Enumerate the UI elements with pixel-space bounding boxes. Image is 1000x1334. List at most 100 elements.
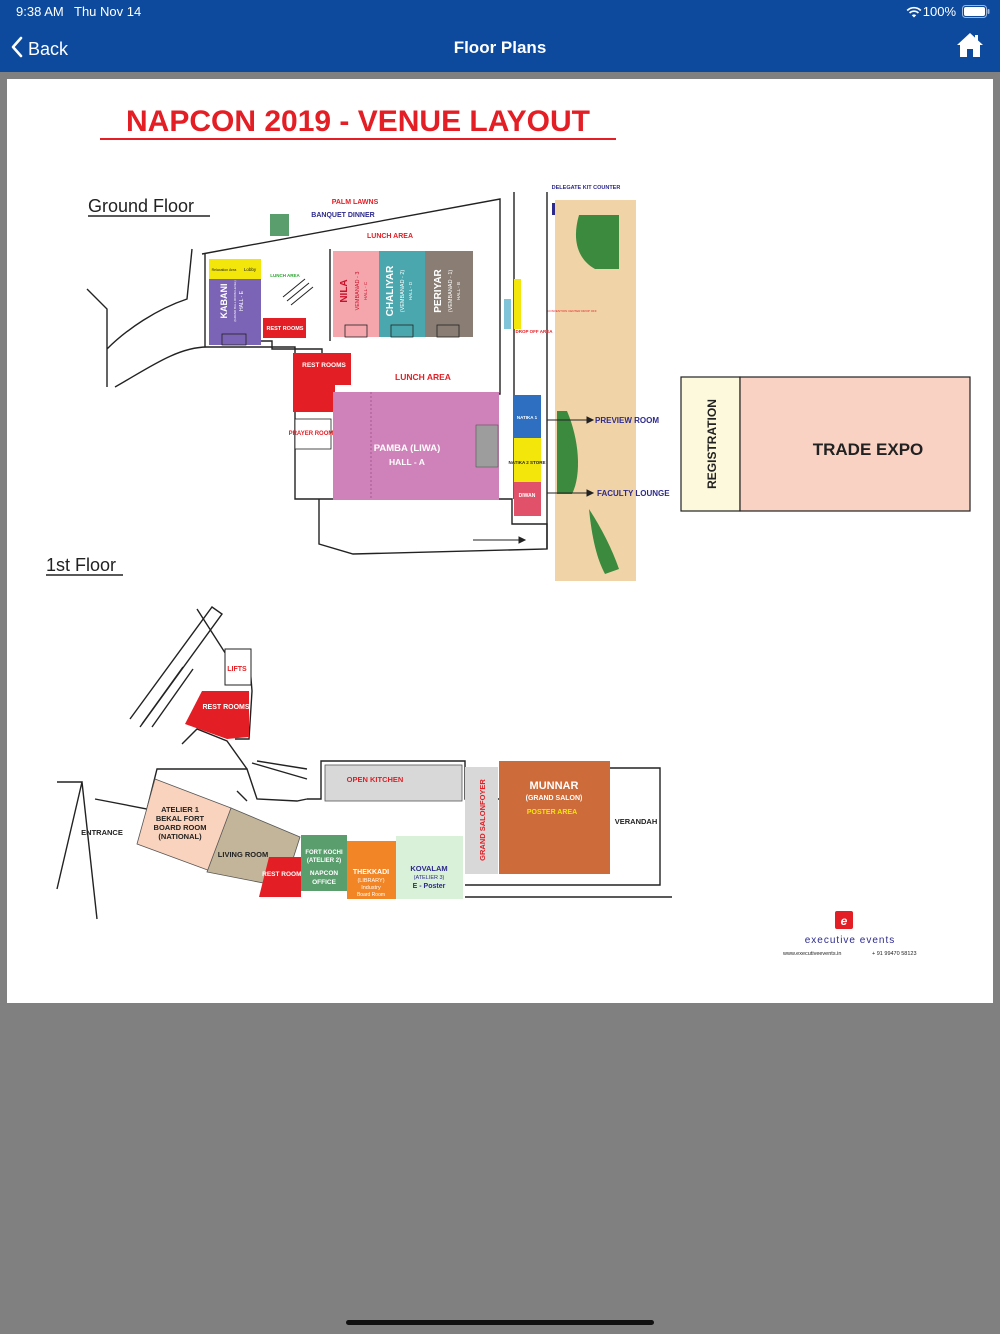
fort-kochi-atelier-2[interactable] xyxy=(301,835,347,865)
lunch-area-mid-label: LUNCH AREA xyxy=(395,372,451,382)
chaliyar-sub-label: (VEMBANAD - 2) xyxy=(400,270,406,313)
kabani-sub-label: (GRAND BALL ROOM LEVEL) xyxy=(233,280,237,321)
napcon-office-line1: NAPCON xyxy=(310,870,338,877)
thekkadi-line4: Board Room xyxy=(357,892,385,898)
kovalam-line2: (ATELIER 3) xyxy=(414,875,445,881)
thekkadi-library[interactable] xyxy=(347,841,396,899)
nav-bar: 9:38 AM Thu Nov 14 100% Back Floor Plans xyxy=(0,0,1000,72)
banquet-dinner-label: BANQUET DINNER xyxy=(311,212,374,219)
relaxation-area-label: Relaxation Area xyxy=(212,268,237,272)
napcon-office-line2: OFFICE xyxy=(312,879,336,886)
rest-rooms-ground-1[interactable] xyxy=(263,318,306,338)
fort-kochi-line2: (ATELIER 2) xyxy=(307,858,341,864)
atelier-1-line2: BEKAL FORT xyxy=(156,814,205,823)
floor-plan-image[interactable]: NAPCON 2019 - VENUE LAYOUT Ground Floor … xyxy=(7,79,993,1003)
diwan[interactable] xyxy=(514,482,541,516)
natika-2-store[interactable] xyxy=(514,438,541,482)
open-kitchen-label: OPEN KITCHEN xyxy=(347,775,404,784)
periyar-hall[interactable] xyxy=(425,251,473,337)
lunch-area-top-label: LUNCH AREA xyxy=(367,233,413,240)
munnar-label: MUNNAR xyxy=(530,780,579,792)
home-icon xyxy=(956,33,984,63)
chaliyar-hall-label: HALL - D xyxy=(408,281,413,300)
thekkadi-line1: THEKKADI xyxy=(353,869,389,876)
chaliyar-hall[interactable] xyxy=(379,251,425,337)
brand-phone: + 91 99470 58123 xyxy=(872,951,917,957)
napcon-office[interactable] xyxy=(301,865,347,891)
prayer-rooms[interactable] xyxy=(294,418,332,450)
svg-text:e: e xyxy=(841,914,848,928)
open-kitchen[interactable] xyxy=(324,764,463,802)
natika-1[interactable] xyxy=(514,395,541,438)
relaxation-area[interactable] xyxy=(209,259,239,279)
fort-kochi-line1: FORT KOCHI xyxy=(305,850,343,856)
munnar-sub-label: (GRAND SALON) xyxy=(526,795,583,802)
periyar-hall-label: HALL - B xyxy=(456,282,461,300)
battery-percent: 100% xyxy=(922,4,956,19)
nila-hall[interactable] xyxy=(333,251,379,337)
trade-expo-area[interactable] xyxy=(739,376,971,512)
trade-expo-label: TRADE EXPO xyxy=(813,440,924,459)
verandah-label: VERANDAH xyxy=(615,817,658,826)
lobby[interactable] xyxy=(239,259,261,279)
rest-rooms-first-2-label: REST ROOMS xyxy=(262,871,306,878)
grand-salonfoyer[interactable] xyxy=(465,767,498,874)
lifts-label: LIFTS xyxy=(227,666,247,673)
palm-lawns-label: PALM LAWNS xyxy=(332,199,379,206)
atelier-1-line1: ATELIER 1 xyxy=(161,805,199,814)
registration-area[interactable] xyxy=(680,376,741,512)
rest-rooms-ground-1-label: REST ROOMS xyxy=(267,326,304,332)
palm-lawns-marker xyxy=(270,214,289,236)
kabani-hall-label: HALL - E xyxy=(239,290,245,311)
kovalam-line3: E - Poster xyxy=(413,883,446,890)
home-button[interactable] xyxy=(956,31,984,64)
first-floor-heading: 1st Floor xyxy=(46,555,116,575)
back-label: Back xyxy=(28,39,69,59)
natika-1-label: NATIKA 1 xyxy=(517,415,538,420)
brand-website: www.executiveevents.in xyxy=(782,951,841,957)
periyar-label: PERIYAR xyxy=(433,268,444,312)
lobby-label: Lobby xyxy=(244,267,257,272)
faculty-lounge-label: FACULTY LOUNGE xyxy=(597,489,670,498)
entrance-label: ENTRANCE xyxy=(81,828,123,837)
nila-sub-label: VEMBANAD - 3 xyxy=(355,272,361,311)
nila-label: NILA xyxy=(339,279,350,302)
page-title: Floor Plans xyxy=(453,38,547,57)
pamba-hall[interactable] xyxy=(333,392,499,500)
grand-salonfoyer-label: GRAND SALONFOYER xyxy=(478,779,487,861)
lifts[interactable] xyxy=(224,648,252,686)
brand-name: executive events xyxy=(805,935,896,946)
kovalam-atelier-3[interactable] xyxy=(396,836,463,899)
rest-rooms-first-1-label: REST ROOMS xyxy=(202,704,249,711)
chevron-left-icon xyxy=(10,36,24,63)
natika-2-label: NATIKA 2 STORE xyxy=(509,460,546,465)
home-indicator[interactable] xyxy=(346,1320,654,1325)
back-button[interactable]: Back xyxy=(10,36,68,63)
kabani-label: KABANI xyxy=(219,284,229,319)
poster-area-label: POSTER AREA xyxy=(527,809,577,816)
prayer-rooms-label: PRAYER ROOMS xyxy=(289,431,338,437)
status-date: Thu Nov 14 xyxy=(74,4,142,19)
registration-label: REGISTRATION xyxy=(705,399,719,489)
wifi-icon xyxy=(906,5,922,23)
pamba-label: PAMBA (LIWA) xyxy=(374,443,441,454)
rest-rooms-first-2[interactable] xyxy=(259,857,301,897)
periyar-sub-label: (VEMBANAD - 1) xyxy=(448,270,454,313)
lunch-area-small-label: LUNCH AREA xyxy=(270,273,300,278)
nila-hall-label: HALL - C xyxy=(363,281,368,300)
ground-floor-heading: Ground Floor xyxy=(88,196,194,216)
first-floor-walls xyxy=(56,606,672,920)
rest-rooms-ground-2-label: REST ROOMS xyxy=(302,362,346,369)
battery-icon xyxy=(962,5,990,23)
executive-events-logo: e xyxy=(835,911,853,929)
plan-title: NAPCON 2019 - VENUE LAYOUT xyxy=(126,105,590,138)
pamba-hall-label: HALL - A xyxy=(389,457,425,467)
preview-room-label: PREVIEW ROOM xyxy=(595,416,659,425)
diwan-label: DIWAN xyxy=(519,493,536,499)
drop-off-label: DROP OFF AREA xyxy=(515,329,553,334)
munnar-grand-salon[interactable] xyxy=(499,761,610,874)
rest-rooms-first-1[interactable] xyxy=(185,691,249,739)
status-time: 9:38 AM xyxy=(16,4,64,19)
kovalam-line1: KOVALAM xyxy=(410,864,447,873)
living-room-label: LIVING ROOM xyxy=(218,850,268,859)
